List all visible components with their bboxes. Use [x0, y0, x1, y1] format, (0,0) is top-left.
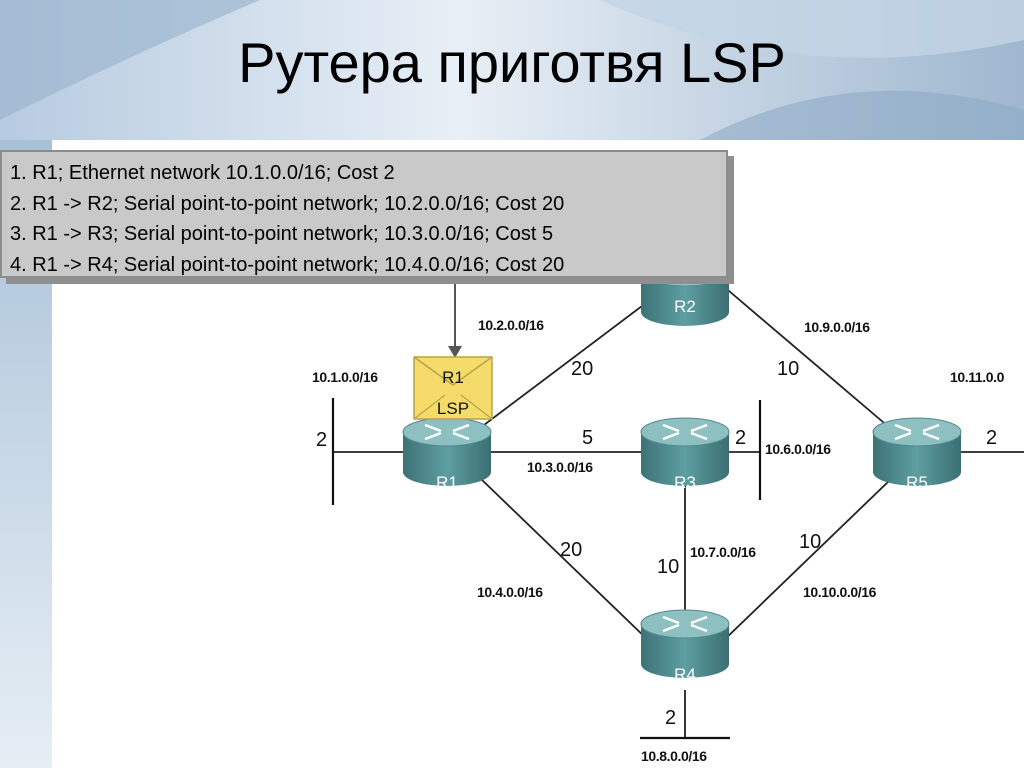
svg-text:R2: R2: [674, 297, 696, 316]
cost-r4-ethernet: 2: [665, 707, 676, 729]
net-label-10-3: 10.3.0.0/16: [527, 459, 593, 475]
router-r5: R5: [871, 416, 963, 492]
slide-title: Рутера приготвя LSP: [238, 31, 786, 94]
cost-r2-r5: 10: [777, 358, 799, 380]
net-label-10-11: 10.11.0.0: [950, 369, 1005, 385]
lsp-entry: 3. R1 -> R3; Serial point-to-point netwo…: [10, 223, 554, 245]
router-r1: R1: [401, 416, 493, 492]
net-label-10-8: 10.8.0.0/16: [641, 748, 707, 764]
net-label-10-6: 10.6.0.0/16: [765, 441, 831, 457]
lsp-entry: 1. R1; Ethernet network 10.1.0.0/16; Cos…: [10, 162, 395, 184]
lsp-packet-envelope: R1 LSP: [413, 356, 493, 420]
net-label-10-1: 10.1.0.0/16: [312, 369, 378, 385]
cost-r4-r5: 10: [799, 531, 821, 553]
net-label-10-7: 10.7.0.0/16: [690, 544, 756, 560]
net-label-10-2: 10.2.0.0/16: [478, 317, 544, 333]
net-label-10-9: 10.9.0.0/16: [804, 319, 870, 335]
network-links: [333, 284, 1024, 738]
cost-r1-r2: 20: [571, 358, 593, 380]
cost-r3-ethernet: 2: [735, 427, 746, 449]
cost-r5-ethernet: 2: [986, 427, 997, 449]
link-r4-r5: [721, 479, 891, 643]
link-r1-r2: [479, 299, 651, 429]
lsp-packet-router: R1: [442, 368, 464, 387]
cost-r3-r4: 10: [657, 556, 679, 578]
router-r4: R4: [639, 608, 731, 684]
lsp-entry: 4. R1 -> R4; Serial point-to-point netwo…: [10, 253, 565, 276]
lsp-contents-box: 1. R1; Ethernet network 10.1.0.0/16; Cos…: [0, 150, 728, 278]
lsp-packet-label: LSP: [437, 399, 469, 418]
link-r1-r4: [479, 477, 651, 643]
svg-text:R5: R5: [906, 473, 928, 492]
cost-r1-ethernet: 2: [316, 429, 327, 451]
link-r2-r5: [721, 284, 891, 429]
svg-text:R1: R1: [436, 473, 458, 492]
net-label-10-4: 10.4.0.0/16: [477, 584, 543, 600]
svg-text:R4: R4: [674, 665, 696, 684]
lsp-entry: 2. R1 -> R2; Serial point-to-point netwo…: [10, 192, 565, 215]
svg-text:R3: R3: [674, 473, 696, 492]
cost-r1-r3: 5: [582, 427, 593, 449]
cost-r1-r4: 20: [560, 539, 582, 561]
router-r2: R2: [639, 256, 731, 328]
ethernet-segments: [331, 398, 762, 740]
router-r3: R3: [639, 416, 731, 492]
net-label-10-10: 10.10.0.0/16: [803, 584, 877, 600]
lsp-arrow: [448, 280, 462, 358]
